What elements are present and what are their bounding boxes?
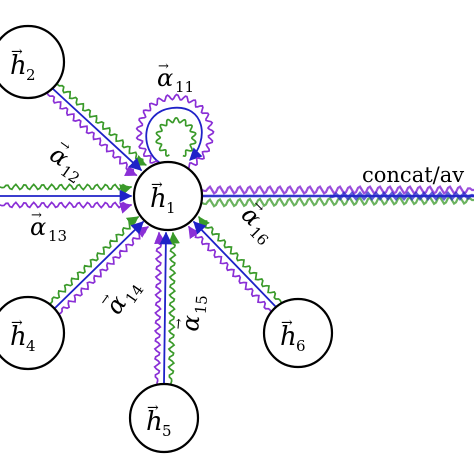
vector-arrow-icon: → (11, 315, 23, 331)
node-h4: h 4 → (0, 295, 66, 371)
node-h2: h 2 → (0, 24, 66, 100)
alpha-16-label: α 16 → (236, 198, 272, 250)
node-h2-symbol: h (10, 51, 27, 81)
edge-h5-h1-purple-wave (153, 231, 166, 384)
node-h1: h 1 → (132, 160, 204, 232)
alpha-14-label: α 14 → (96, 281, 147, 319)
node-h5: h 5 → (128, 382, 200, 454)
edge-h3-h1-purple-wave (0, 201, 133, 214)
vector-arrow-icon: → (147, 400, 159, 416)
vector-arrow-icon: → (11, 44, 23, 60)
alpha-13-label: α 13 → (30, 208, 67, 245)
node-h4-symbol: h (10, 322, 27, 352)
alpha-12-label: α 12 → (45, 136, 83, 187)
self-loop-blue (145, 107, 203, 164)
alpha-11-symbol: α (157, 64, 173, 92)
alpha-15-index: 15 (192, 294, 212, 315)
output-merged-wave (329, 190, 474, 202)
self-loop-green-wave (155, 116, 197, 157)
node-h4-index: 4 (26, 337, 36, 355)
alpha-13-symbol: α (30, 213, 46, 241)
alpha-11-index: 11 (175, 78, 194, 96)
edge-h4-h1-blue-line (53, 221, 144, 310)
vector-arrow-icon: → (171, 318, 187, 330)
node-h5-index: 5 (162, 422, 172, 440)
edge-h5-h1-green-wave (167, 231, 180, 384)
node-h1-index: 1 (166, 199, 176, 217)
node-h6-symbol: h (280, 322, 297, 352)
output-label: concat/av (362, 163, 464, 187)
vector-arrow-icon: → (151, 177, 163, 193)
edge-h2-h1-green-wave (55, 82, 147, 166)
edge-h6-h1-green-wave (198, 216, 282, 303)
node-h6-index: 6 (296, 337, 306, 355)
alpha-11-label: α 11 → (157, 59, 194, 96)
edge-h2-h1-blue-line (51, 87, 142, 171)
edge-h6-h1-purple-wave (188, 225, 272, 313)
vector-arrow-icon: → (31, 208, 42, 223)
edge-h2-h1-purple-wave (46, 92, 138, 177)
output-purple-wave (201, 184, 474, 195)
edge-h5-h1-blue-line (159, 231, 173, 384)
edge-h4-h1-purple-wave (58, 226, 149, 315)
edge-h6-h1-blue-line (193, 221, 277, 308)
edge-h3-h1-green-wave (0, 183, 133, 196)
vector-arrow-icon: → (281, 315, 293, 331)
node-h6: h 6 → (262, 297, 334, 369)
self-loop-purple-wave (135, 93, 215, 169)
alpha-15-label: α 15 → (171, 294, 212, 333)
node-h5-symbol: h (146, 407, 163, 437)
alpha-15-symbol: α (176, 314, 205, 333)
vector-arrow-icon: → (158, 59, 169, 74)
node-h1-symbol: h (150, 184, 167, 214)
output-connection (201, 184, 474, 208)
edges-layer (0, 82, 282, 384)
alpha-13-index: 13 (48, 227, 67, 245)
edge-h4-h1-green-wave (48, 216, 140, 305)
node-h2-index: 2 (26, 66, 36, 84)
